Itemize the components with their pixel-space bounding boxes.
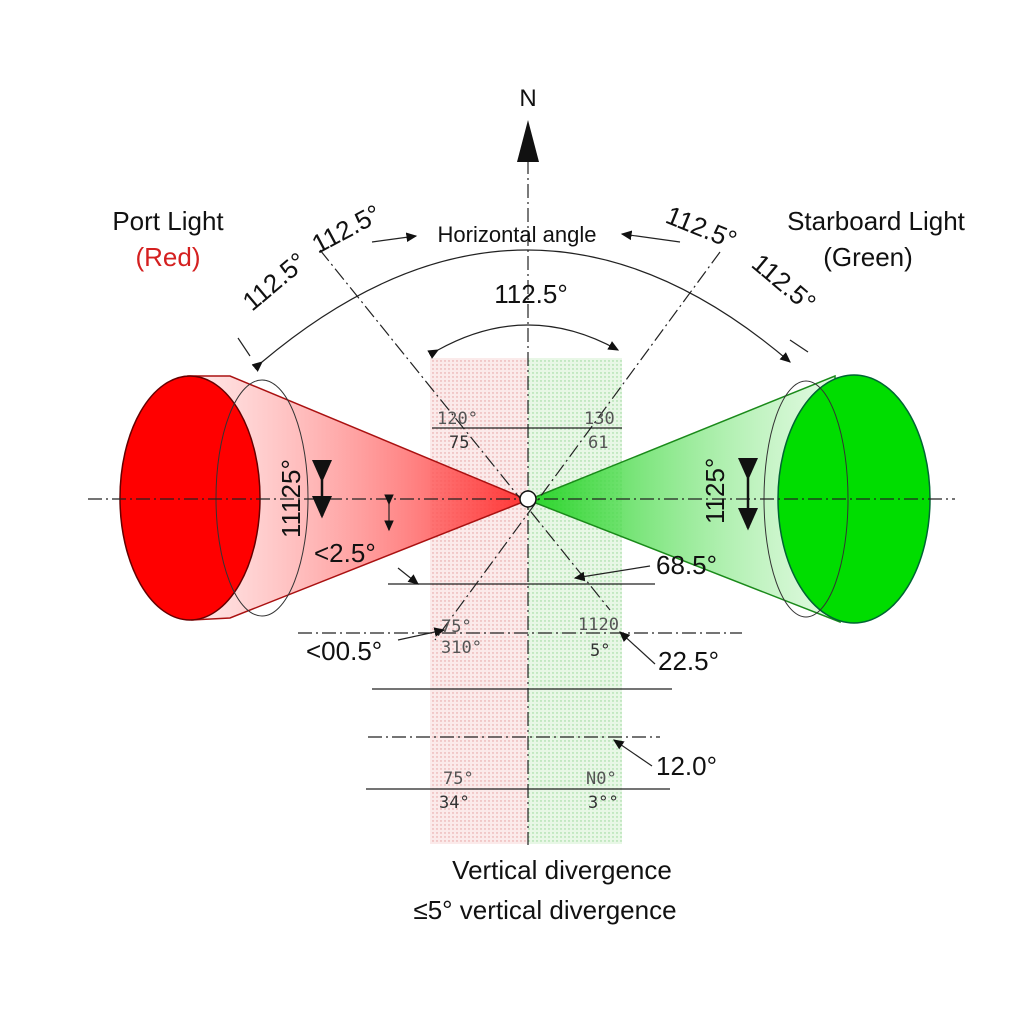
outer-angle-arc: [251, 249, 791, 372]
horizontal-angle-arrow-right: [620, 230, 681, 243]
label-22-5: 22.5°: [658, 646, 719, 676]
label-68-5: 68.5°: [656, 550, 717, 580]
leader-arrow-lt-00-5: [397, 627, 446, 641]
band-label-g2a: 1120: [578, 615, 619, 635]
light-origin-point: [519, 490, 537, 508]
north-arrow-icon: [517, 120, 539, 162]
horizontal-angle-arrow-left: [371, 232, 418, 243]
band-label-g2b: 5°: [590, 641, 610, 661]
center-angle-arc: [427, 324, 620, 359]
band-label-r3b: 34°: [439, 793, 470, 813]
label-lt-00-5: <00.5°: [306, 636, 382, 666]
horizontal-angle-label: Horizontal angle: [438, 222, 597, 247]
arc-label-left-inner: 112.5°: [307, 198, 386, 259]
green-divergence-band: [528, 358, 622, 844]
sector-line-right: [434, 251, 721, 641]
band-label-r1a: 120°: [437, 409, 478, 429]
band-label-g1b: 61: [588, 433, 608, 453]
band-label-r3a: 75°: [443, 769, 474, 789]
starboard-light-subtitle: (Green): [823, 242, 913, 272]
label-12-0: 12.0°: [656, 751, 717, 781]
caption-max-divergence: ≤5° vertical divergence: [413, 895, 676, 925]
arc-label-right-outer: 112.5°: [746, 248, 822, 318]
caption-vertical-divergence: Vertical divergence: [452, 855, 672, 885]
leader-arrow-22-5: [619, 631, 656, 665]
band-label-r2b: 310°: [441, 638, 482, 658]
leader-arrow-68-5: [573, 565, 651, 582]
band-label-g3a: N0°: [586, 769, 617, 789]
port-light-subtitle: (Red): [135, 242, 200, 272]
arc-tick-left: [237, 337, 251, 357]
leader-arrow-lt-2-5: [397, 567, 419, 585]
band-label-g3b: 3°°: [588, 793, 619, 813]
port-light-rim: [215, 379, 309, 617]
port-light-title: Port Light: [112, 206, 224, 236]
band-label-r1b: 75: [449, 433, 469, 453]
arc-tick-right: [789, 339, 809, 353]
leader-arrow-12-0: [613, 739, 653, 767]
label-lt-2-5: <2.5°: [314, 538, 376, 568]
port-light-lens: [119, 375, 261, 621]
sector-line-left: [319, 249, 611, 611]
arc-label-center: 112.5°: [494, 279, 568, 309]
starboard-light-title: Starboard Light: [787, 206, 966, 236]
red-divergence-band: [430, 358, 528, 844]
band-label-g1a: 130: [584, 409, 615, 429]
north-label: N: [519, 85, 536, 112]
arc-label-right-inner: 112.5°: [662, 200, 741, 255]
arc-label-left-outer: 112.5°: [237, 246, 313, 316]
port-vertical-angle-label: 11125°: [276, 459, 306, 538]
band-label-r2a: 75°: [441, 617, 472, 637]
starboard-vertical-angle-label: 1125°: [700, 458, 730, 524]
